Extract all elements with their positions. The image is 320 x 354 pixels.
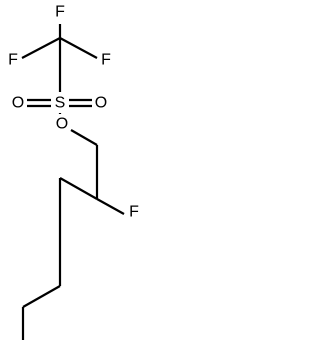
bond-chf-c3 xyxy=(59,177,98,200)
atom-f-top: F xyxy=(55,4,65,21)
atom-f-right: F xyxy=(101,52,111,69)
bond-c-f-left xyxy=(21,37,61,59)
bond-chf-f xyxy=(96,198,125,215)
atom-oxygen-left: O xyxy=(12,95,24,112)
atom-f-left: F xyxy=(8,52,18,69)
molecule-structure: F F F S O O O F xyxy=(8,4,139,340)
bond-o-ch2 xyxy=(70,129,98,146)
atom-oxygen-ester: O xyxy=(56,116,68,133)
bond-c4-c5 xyxy=(22,285,61,308)
bond-c-f-right xyxy=(59,37,98,59)
atom-sulfur: S xyxy=(55,95,66,112)
atom-f-chain: F xyxy=(129,204,139,221)
atom-oxygen-right: O xyxy=(95,95,107,112)
